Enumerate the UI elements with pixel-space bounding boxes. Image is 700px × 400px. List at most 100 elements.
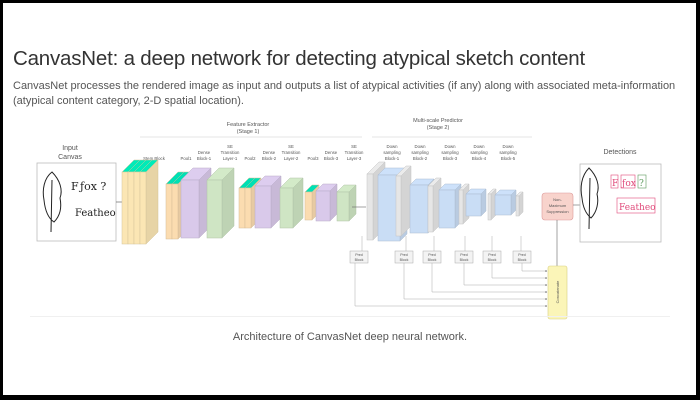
input-text-fox: ƒox ? xyxy=(78,180,106,193)
pred-block-label: Block xyxy=(518,258,527,262)
stage2-block-label: Block-3 xyxy=(443,156,458,161)
pred-block-label: Pred xyxy=(488,253,496,257)
dense-block-1 xyxy=(180,167,212,239)
pred-block xyxy=(349,250,369,264)
downsampling-block-5-slab-front xyxy=(487,193,492,221)
pool2-block-2-front xyxy=(244,187,252,229)
stem-block-slab-4-front xyxy=(139,171,147,245)
stage1-block-label: Layer-3 xyxy=(347,156,362,161)
downsampling-block-3-cube xyxy=(438,183,462,229)
arrow-head xyxy=(545,270,547,272)
se-transition-layer-2-front xyxy=(279,187,294,229)
detections-canvas xyxy=(579,163,662,243)
downsampling-block-5-cube-front xyxy=(494,194,512,216)
pred-connector xyxy=(463,263,547,286)
pred-connector xyxy=(354,263,547,307)
arrow-head xyxy=(545,305,547,307)
stem-block-slab-2-front xyxy=(127,171,135,245)
stage1-block-label: Transition xyxy=(345,150,364,155)
arrow-head xyxy=(545,277,547,279)
nms-line1: Non- xyxy=(553,197,562,202)
stage1-block-label: Layer-1 xyxy=(223,156,238,161)
stage1-block-label: SE xyxy=(351,144,357,149)
input-canvas xyxy=(36,162,117,242)
pred-connector xyxy=(403,263,547,300)
downsampling-block-2-slab-front xyxy=(395,175,402,237)
detection-text-question: ? xyxy=(639,179,644,189)
pred-connector xyxy=(521,263,547,272)
arrow-head xyxy=(545,284,547,286)
downsampling-block-4-cube-front xyxy=(465,193,482,217)
stage2-block-label: Block-5 xyxy=(501,156,516,161)
downsampling-block-5-cube xyxy=(494,189,517,216)
pool2-block-front xyxy=(238,187,246,229)
downsampling-block-3-cube-front xyxy=(438,189,456,229)
leaf-sketch-icon xyxy=(42,171,62,233)
nms-line3: Suppression xyxy=(546,209,568,214)
pred-block-label: Pred xyxy=(428,253,436,257)
stage1-block-label: Stem Block xyxy=(143,156,166,161)
stage1-title-line2: (Stage 1) xyxy=(237,129,260,135)
pred-block-label: Block xyxy=(488,258,497,262)
separator xyxy=(30,316,670,317)
pred-block-label: Block xyxy=(355,258,364,262)
input-text-f: F xyxy=(71,180,79,193)
downsampling-block-2-cube-front xyxy=(409,184,429,234)
se-transition-layer-2 xyxy=(279,177,304,229)
pool3-block-front xyxy=(304,191,313,221)
stage1-block-label: Pool2 xyxy=(245,156,257,161)
stage1-block-label: SE xyxy=(288,144,294,149)
detection-box-f xyxy=(610,174,619,189)
stage2-block-label: sampling xyxy=(441,150,459,155)
stem-block-slab-1-front xyxy=(121,171,129,245)
downsampling-block-4-cube-side xyxy=(480,188,487,217)
stage1-block-label: Layer-2 xyxy=(284,156,299,161)
downsampling-block-6-slab-side xyxy=(518,191,524,217)
stage2-block-label: sampling xyxy=(411,150,429,155)
stage1-block-label: Block-3 xyxy=(324,156,339,161)
figure-caption: Architecture of CanvasNet deep neural ne… xyxy=(232,331,468,343)
stage2-block-label: sampling xyxy=(470,150,488,155)
dense-block-2-front xyxy=(254,185,272,229)
pred-block-label: Pred xyxy=(460,253,468,257)
se-transition-layer-1-side xyxy=(221,167,235,239)
detection-box-question xyxy=(637,174,647,189)
stage2-block-label: Block-1 xyxy=(385,156,400,161)
downsampling-block-3-slab-front xyxy=(427,185,434,233)
nms-block xyxy=(541,192,574,221)
input-text-feather: Featheo xyxy=(75,208,116,219)
stage1-block-label: Block-2 xyxy=(262,156,277,161)
input-label-line1: Input xyxy=(62,145,78,152)
downsampling-block-2-slab xyxy=(395,165,412,237)
stage2-block-label: Down xyxy=(503,144,515,149)
downsampling-block-2-slab-side xyxy=(400,165,412,237)
dense-block-1-front xyxy=(180,179,200,239)
concatenate-block xyxy=(547,265,568,320)
downsampling-block-4-slab-front xyxy=(458,189,464,225)
arrow-head xyxy=(545,291,547,293)
stage1-block-label: Pool3 xyxy=(308,156,320,161)
page-description: CanvasNet processes the rendered image a… xyxy=(13,80,676,107)
nms-line2: Maximum xyxy=(549,203,567,208)
pred-connector xyxy=(431,263,547,293)
leaf-sketch-icon xyxy=(580,167,599,230)
pred-block-label: Block xyxy=(400,258,409,262)
detections-label: Detections xyxy=(603,149,637,156)
dense-block-3-front xyxy=(315,190,331,222)
pred-block-label: Block xyxy=(460,258,469,262)
stage1-block-label: Pool1 xyxy=(181,156,193,161)
stage2-block-label: Block-4 xyxy=(472,156,487,161)
stage2-block-label: Down xyxy=(415,144,427,149)
stage1-block-label: Transition xyxy=(221,150,240,155)
stage2-title-line2: (Stage 2) xyxy=(427,125,450,131)
downsampling-block-1-slab-front xyxy=(366,173,374,241)
se-transition-layer-3 xyxy=(336,184,357,222)
pred-block-label: Pred xyxy=(400,253,408,257)
input-label-line2: Canvas xyxy=(58,154,82,161)
se-transition-layer-1 xyxy=(206,167,235,239)
stage2-block-label: Down xyxy=(474,144,486,149)
downsampling-block-6-slab xyxy=(515,191,524,217)
dense-block-3 xyxy=(315,183,338,222)
